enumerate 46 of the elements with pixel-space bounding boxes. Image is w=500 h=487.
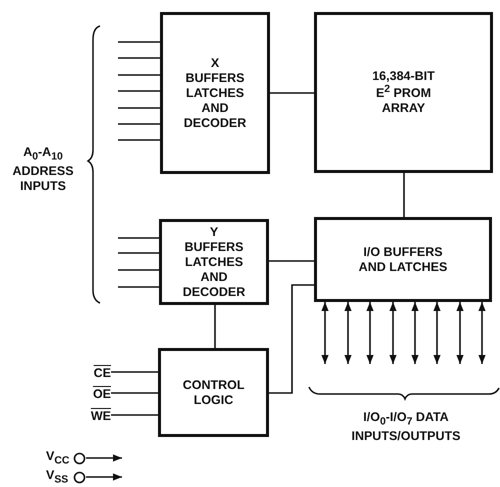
connector-line bbox=[118, 252, 159, 254]
connector-line bbox=[118, 139, 160, 141]
connector-line bbox=[214, 305, 216, 348]
connector-line bbox=[118, 123, 160, 125]
block-label: 16,384-BIT E$^{2}$ PROM ARRAY bbox=[371, 68, 436, 116]
arrow bbox=[478, 302, 486, 364]
block-label: CONTROL LOGIC bbox=[182, 378, 244, 408]
arrow bbox=[366, 302, 374, 364]
buffer-block bbox=[314, 217, 492, 302]
arrow bbox=[86, 454, 122, 462]
arrow bbox=[456, 302, 464, 364]
arrow bbox=[86, 473, 122, 481]
decoder-block bbox=[160, 12, 270, 174]
connector-line bbox=[269, 260, 314, 262]
arrow bbox=[321, 302, 329, 364]
connector-line bbox=[270, 92, 314, 94]
power-pin: V$_{CC}$ bbox=[46, 450, 70, 466]
arrow bbox=[411, 302, 419, 364]
connector-line bbox=[118, 286, 159, 288]
signal-name: CE bbox=[94, 366, 111, 380]
connector-line bbox=[403, 173, 405, 217]
signal-name: OE bbox=[92, 388, 111, 400]
connector-line bbox=[111, 392, 158, 394]
connector-line bbox=[118, 237, 159, 239]
connector-line bbox=[118, 41, 160, 43]
block-label: Y BUFFERS LATCHES AND DECODER bbox=[182, 224, 246, 300]
connector-line bbox=[118, 90, 160, 92]
control-logic-block bbox=[158, 348, 269, 437]
connector-line bbox=[111, 414, 158, 416]
signal-name: WE bbox=[90, 410, 111, 422]
block-label: I/O BUFFERS AND LATCHES bbox=[358, 244, 448, 274]
memory-array-block bbox=[314, 12, 493, 173]
bus-label: A$_{0}$-A$_{10}$ ADDRESS INPUTS bbox=[11, 145, 75, 194]
decoder-block bbox=[159, 219, 269, 305]
arrow bbox=[389, 302, 397, 364]
arrow bbox=[344, 302, 352, 364]
bus-label: I/O$_{0}$-I/O$_{7}$ DATA INPUTS/OUTPUTS bbox=[350, 410, 462, 444]
connector-line bbox=[269, 284, 314, 394]
connector-line bbox=[118, 57, 160, 59]
connector-line bbox=[111, 371, 158, 373]
block-label: X BUFFERS LATCHES AND DECODER bbox=[184, 56, 246, 130]
power-pin: V$_{SS}$ bbox=[46, 468, 68, 486]
arrow bbox=[433, 302, 441, 364]
connector-line bbox=[118, 74, 160, 76]
connector-line bbox=[118, 107, 160, 109]
connector-line bbox=[118, 269, 159, 271]
